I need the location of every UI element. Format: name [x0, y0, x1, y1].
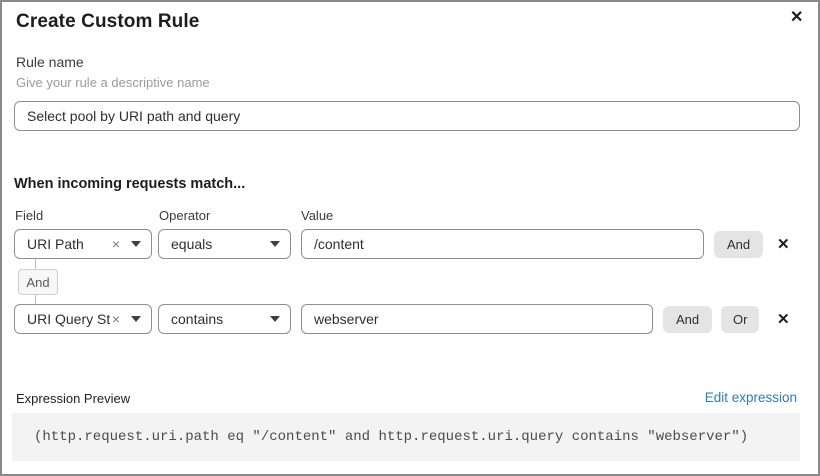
rule-name-input[interactable] — [14, 101, 800, 131]
operator-select-row2-value: contains — [171, 311, 224, 327]
and-connector-badge: And — [18, 269, 58, 295]
column-label-field: Field — [15, 208, 44, 223]
add-or-condition-button-row2[interactable]: Or — [721, 306, 760, 333]
field-select-row2-value: URI Query St... — [27, 311, 110, 327]
page-title: Create Custom Rule — [16, 11, 200, 32]
caret-down-icon — [270, 241, 280, 247]
field-select-row1-value: URI Path — [27, 236, 84, 252]
column-label-value: Value — [301, 208, 334, 223]
add-and-condition-button-row1[interactable]: And — [714, 231, 764, 258]
field-select-row1[interactable]: URI Path × — [14, 229, 152, 259]
caret-down-icon — [270, 316, 280, 322]
clear-selection-icon[interactable]: × — [111, 311, 120, 327]
field-select-row2[interactable]: URI Query St... × — [14, 304, 152, 334]
caret-down-icon — [131, 316, 141, 322]
operator-select-row1[interactable]: equals — [158, 229, 291, 259]
delete-condition-icon-row1[interactable]: ✕ — [777, 236, 790, 253]
clear-selection-icon[interactable]: × — [111, 236, 120, 252]
edit-expression-link[interactable]: Edit expression — [704, 390, 797, 405]
expression-code: (http.request.uri.path eq "/content" and… — [34, 429, 749, 445]
caret-down-icon — [131, 241, 141, 247]
connector-line — [35, 259, 36, 269]
delete-condition-icon-row2[interactable]: ✕ — [777, 311, 790, 328]
value-input-row2[interactable] — [301, 304, 653, 334]
and-connector-label: And — [26, 274, 50, 290]
column-label-operator: Operator — [159, 208, 211, 223]
operator-select-row1-value: equals — [171, 236, 213, 252]
expression-preview-box: (http.request.uri.path eq "/content" and… — [12, 413, 800, 461]
operator-select-row2[interactable]: contains — [158, 304, 291, 334]
close-icon[interactable]: ✕ — [786, 6, 807, 30]
connector-line — [35, 295, 36, 304]
rule-name-help-text: Give your rule a descriptive name — [16, 75, 210, 90]
value-input-row1[interactable] — [301, 229, 704, 259]
rule-name-label: Rule name — [16, 54, 84, 70]
match-section-heading: When incoming requests match... — [14, 176, 246, 192]
expression-preview-label: Expression Preview — [16, 391, 131, 406]
add-and-condition-button-row2[interactable]: And — [663, 306, 713, 333]
